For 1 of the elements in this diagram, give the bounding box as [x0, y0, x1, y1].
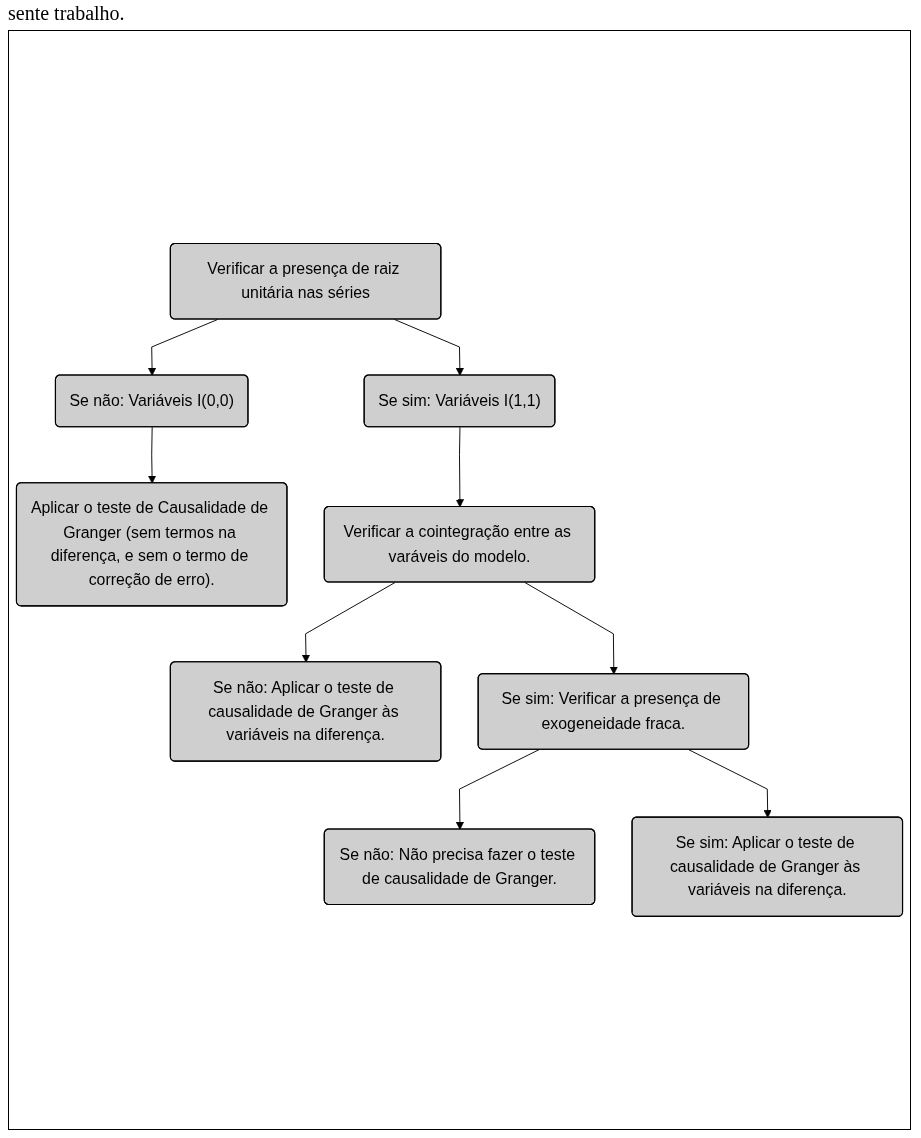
- heading-text: sente trabalho.: [8, 2, 125, 24]
